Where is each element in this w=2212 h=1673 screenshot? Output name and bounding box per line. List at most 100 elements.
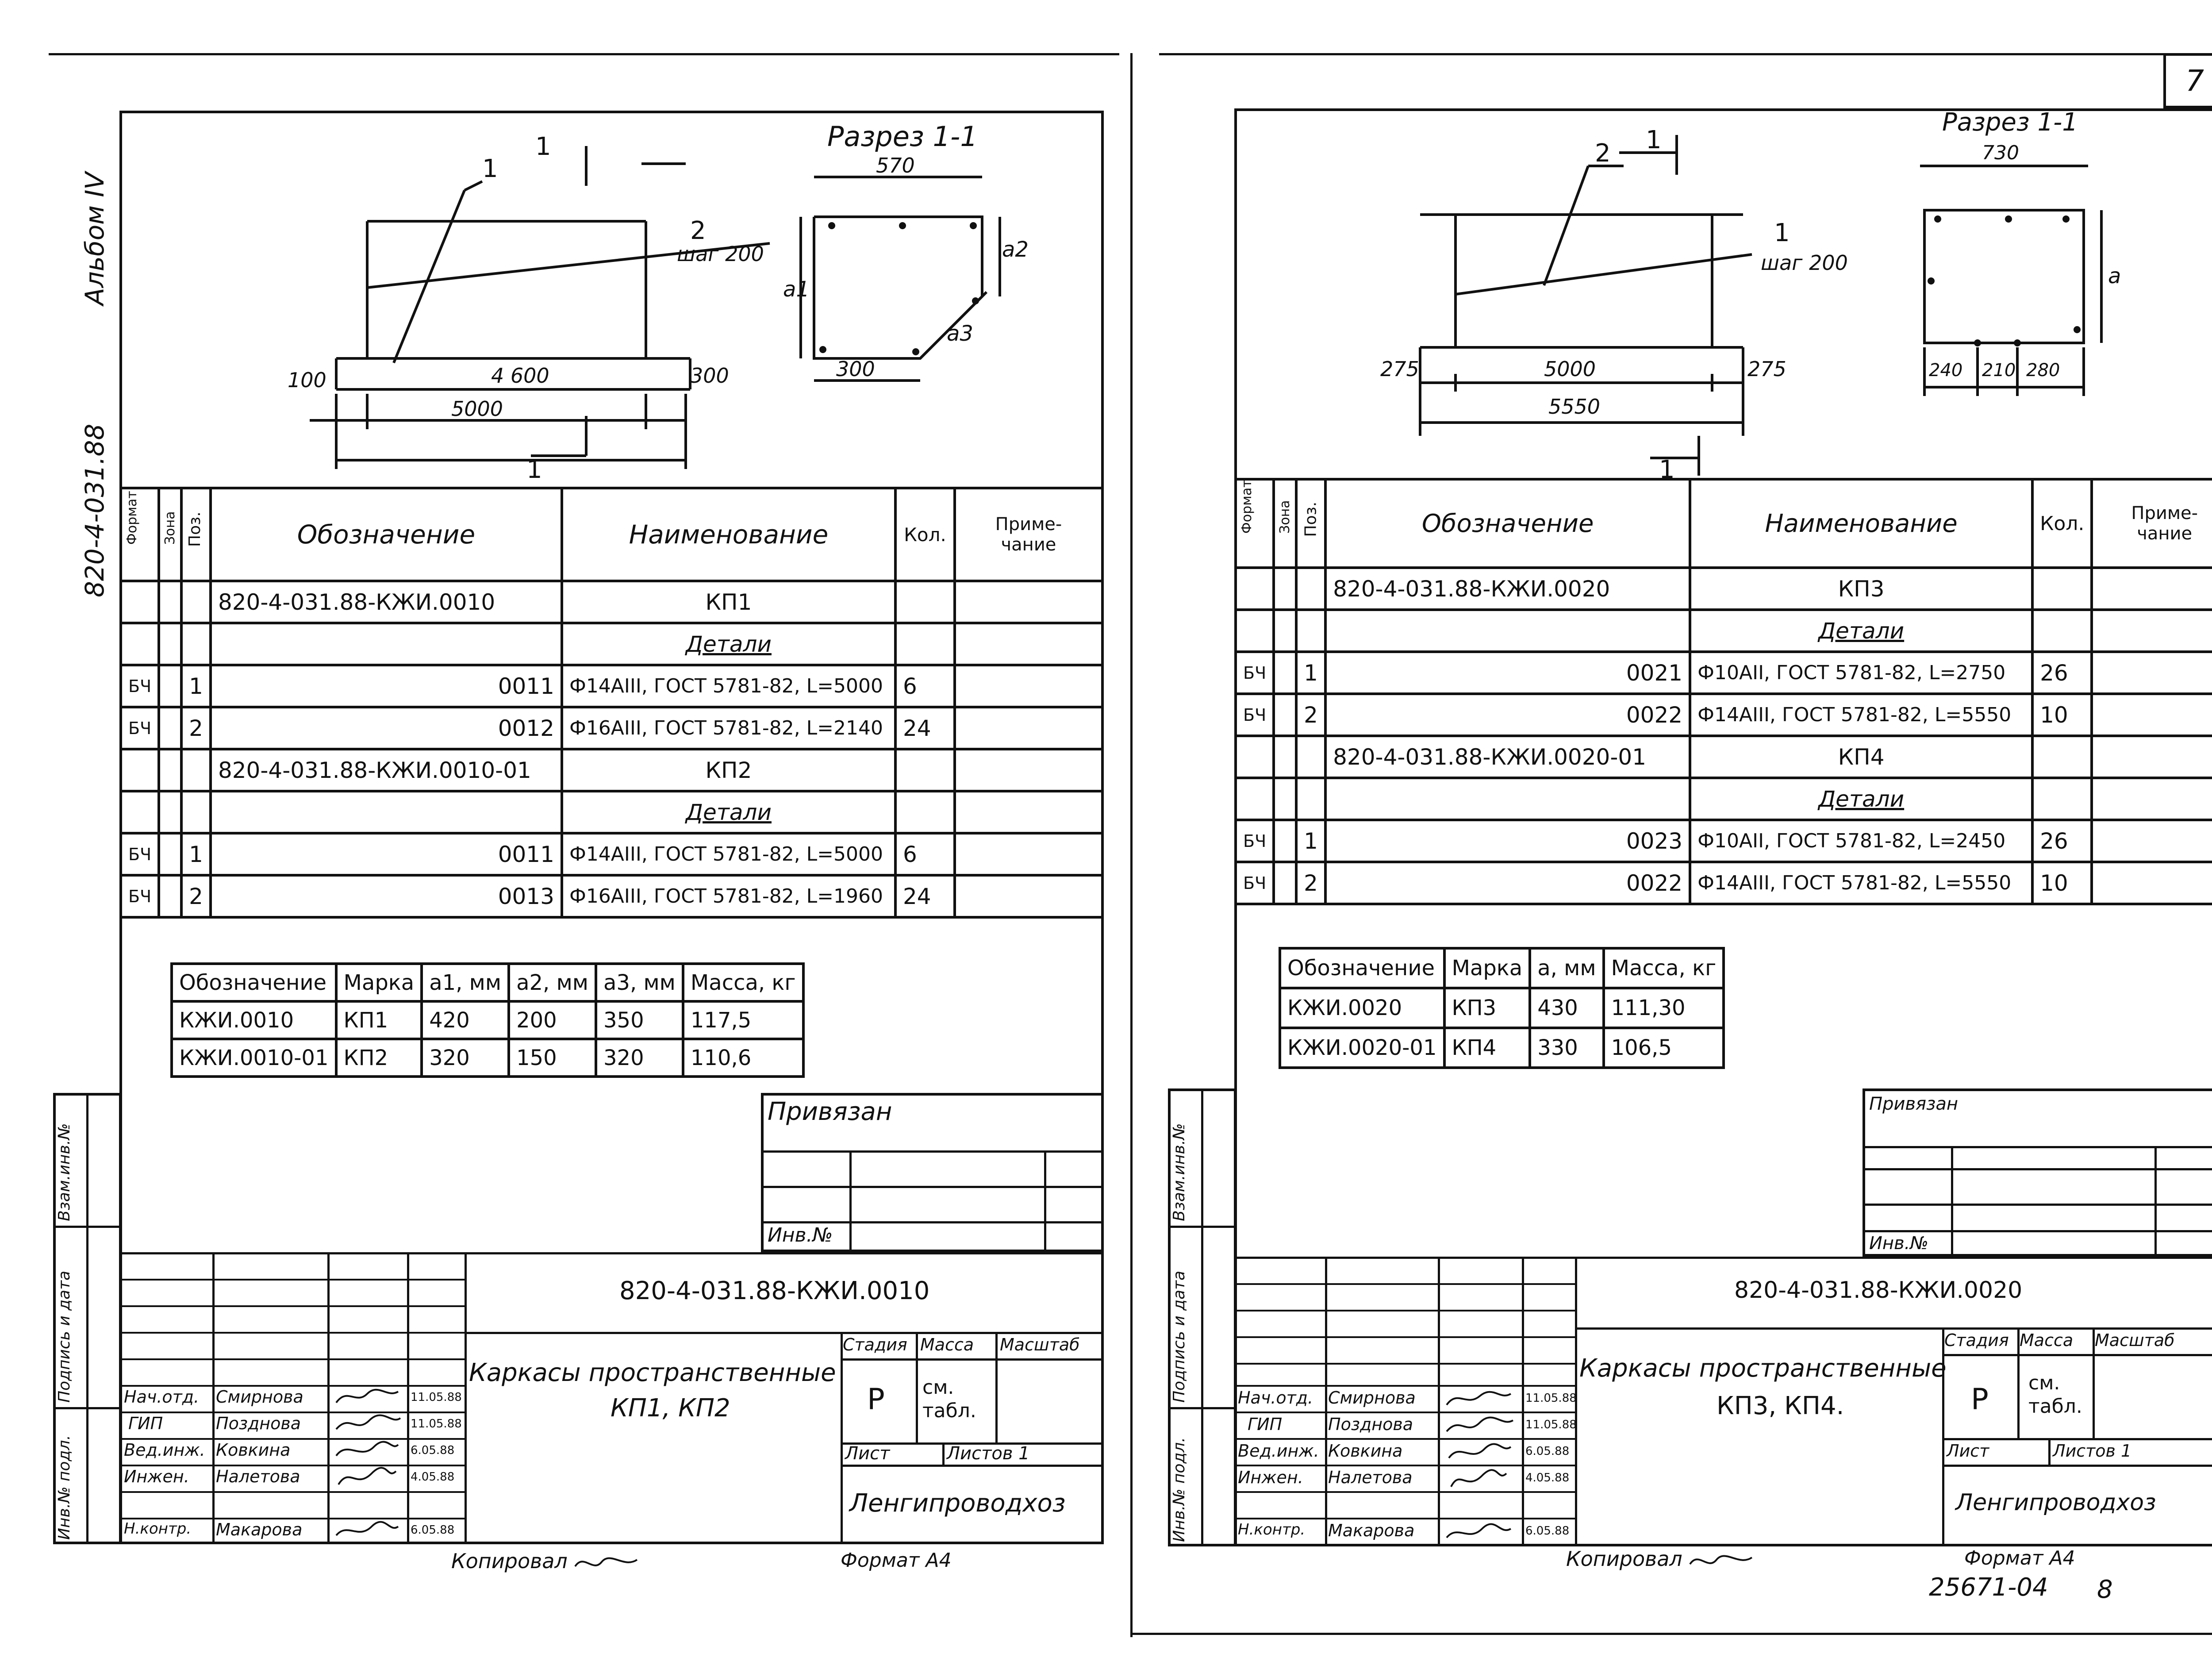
col-note: Приме- чание (2090, 478, 2212, 569)
left-side-inv: Инв.№ подл. (55, 1435, 73, 1540)
left-side-podpis: Подпись и дата (55, 1270, 73, 1403)
left-copied-signature (574, 1557, 638, 1567)
left-sheets-label: Листов 1 (947, 1443, 1030, 1464)
left-dim-total: 5000 (451, 397, 503, 421)
left-privyazan: Привязан (768, 1097, 892, 1126)
right-step: шаг 200 (1761, 251, 1848, 275)
right-sec-a: a (2108, 264, 2121, 288)
col-pos: Поз. (1295, 478, 1327, 569)
col-designation: Обозначение (1324, 478, 1692, 569)
right-drawing: 2 1 шаг 200 1 1 275 5000 275 5550 Разрез… (1380, 108, 2121, 484)
left-org: Ленгипроводхоз (849, 1489, 1066, 1518)
left-privyazan-box (761, 1093, 1104, 1252)
left-dim-mid: 4 600 (491, 364, 549, 388)
right-pos2: 2 (1595, 139, 1611, 168)
left-doc-title-1: Каркасы пространственные (469, 1358, 836, 1387)
right-signatures (1446, 1391, 1514, 1538)
col-zone: Зона (157, 487, 183, 582)
right-copied-signature (1689, 1555, 1753, 1565)
right-section-title: Разрез 1-1 (1942, 108, 2078, 137)
left-sheet-label: Лист (845, 1443, 890, 1464)
right-dim-right: 275 (1747, 357, 1786, 381)
right-top-rule (1159, 53, 2212, 55)
right-side-podpis: Подпись и дата (1170, 1270, 1188, 1403)
left-stage-label: Стадия (843, 1335, 907, 1354)
left-side-vzam: Взам.инв.№ (55, 1123, 73, 1221)
left-sec-bottom: 300 (836, 357, 875, 381)
right-side-inv: Инв.№ подл. (1170, 1437, 1188, 1542)
right-format: Формат А4 (1964, 1547, 2075, 1569)
left-sec-width: 570 (876, 154, 915, 177)
side-code: 820-4-031.88 (80, 423, 110, 597)
left-scale-label: Масштаб (1000, 1335, 1080, 1354)
left-doc-title-2: КП1, КП2 (611, 1394, 730, 1423)
right-sec-b2: 210 (1982, 360, 2016, 381)
right-dim-total: 5550 (1548, 395, 1600, 419)
left-signatures (335, 1388, 401, 1536)
right-org: Ленгипроводхоз (1955, 1489, 2156, 1516)
right-dim-mid: 5000 (1544, 357, 1596, 381)
left-dim-right: 300 (690, 364, 729, 388)
right-sec-width: 730 (1982, 142, 2019, 164)
right-doc-title-2: КП3, КП4. (1717, 1392, 1844, 1420)
col-name: Наименование (560, 487, 897, 582)
right-sheet-label: Лист (1947, 1441, 1989, 1461)
col-format: Формат (1234, 478, 1275, 569)
right-cut-top: 1 (1646, 126, 1662, 154)
left-stage: Р (867, 1382, 885, 1416)
right-stage-label: Стадия (1944, 1331, 2009, 1350)
right-doc-title-1: Каркасы пространственные (1579, 1354, 1947, 1383)
left-section-title: Разрез 1-1 (827, 120, 978, 153)
footer-page: 8 (2097, 1575, 2113, 1604)
left-top-rule (49, 53, 1119, 55)
right-sec-b1: 240 (1929, 360, 1962, 381)
col-pos: Поз. (180, 487, 212, 582)
right-copied: Копировал (1566, 1547, 1682, 1571)
right-sheets-label: Листов 1 (2053, 1441, 2132, 1461)
left-cut-bottom: 1 (526, 455, 542, 484)
right-sec-b3: 280 (2026, 360, 2060, 381)
left-cut-top: 1 (535, 132, 551, 161)
right-outer-bottom (1133, 1633, 2212, 1635)
left-copied: Копировал (451, 1549, 568, 1573)
left-mass-label: Масса (920, 1335, 974, 1354)
sheet-number: 7 (2185, 64, 2204, 98)
col-zone: Зона (1272, 478, 1298, 569)
col-name: Наименование (1689, 478, 2034, 569)
left-sec-a3: a3 (947, 321, 973, 346)
fold-line (1130, 53, 1133, 1637)
left-sheet: Альбом IV 820-4-031.88 (49, 53, 1119, 1573)
left-sec-a1: a1 (783, 277, 810, 302)
table-row: Детали (1234, 608, 2212, 653)
left-pos1: 1 (482, 154, 498, 183)
left-step: шаг 200 (677, 242, 764, 266)
left-pos2: 2 (690, 216, 706, 245)
table-row: Детали (119, 622, 1104, 666)
left-drawing: 1 2 шаг 200 1 1 100 4 600 300 5000 Разре… (288, 120, 1029, 484)
right-pos1: 1 (1774, 219, 1790, 247)
left-spec-table: Формат Зона Поз. Обозначение Наименовани… (119, 487, 1104, 919)
right-sheet: 7 (1133, 0, 2212, 1673)
right-side-vzam: Взам.инв.№ (1170, 1123, 1188, 1221)
right-dim-left: 275 (1380, 357, 1419, 381)
left-doc-code: 820-4-031.88-КЖИ.0010 (619, 1277, 930, 1305)
right-doc-code: 820-4-031.88-КЖИ.0020 (1734, 1277, 2023, 1304)
left-format: Формат А4 (841, 1549, 952, 1572)
side-album: Альбом IV (80, 172, 110, 305)
